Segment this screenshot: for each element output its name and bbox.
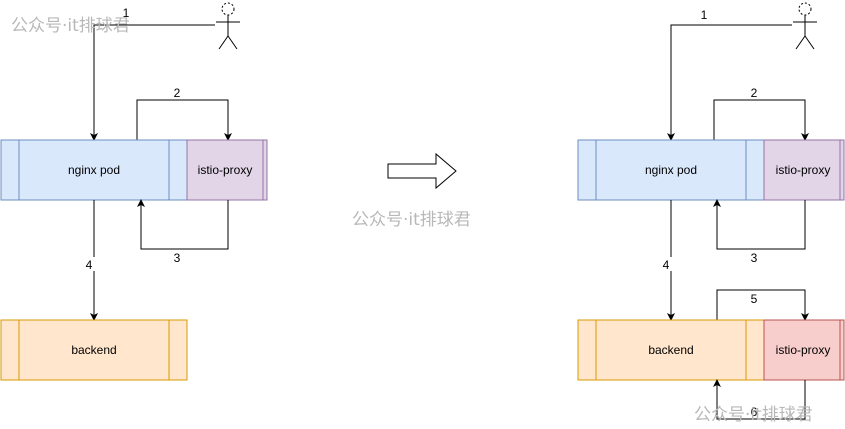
edge-5-right — [716, 289, 809, 321]
edge-1-label-left: 1 — [123, 6, 130, 20]
watermark-bottom-right: 公众号·it排球君 — [694, 405, 813, 425]
user-stick-figure-left — [216, 2, 240, 50]
istio-proxy-box-left: istio-proxy — [186, 139, 268, 201]
edge-2-label-right: 2 — [751, 86, 758, 100]
edge-1-label-right: 1 — [701, 8, 708, 22]
backend-istio-proxy-label-right: istio-proxy — [776, 343, 831, 357]
edge-3-label-right: 3 — [751, 251, 758, 265]
edge-5-label-right: 5 — [751, 292, 758, 306]
edge-4-label-left: 4 — [86, 258, 93, 272]
backend-istio-proxy-box-right: istio-proxy — [763, 319, 845, 381]
edge-2-right — [713, 99, 809, 141]
right-diagram: 1 2 nginx pod istio-proxy 3 4 5 — [577, 2, 845, 420]
nginx-pod-label-left: nginx pod — [68, 163, 120, 177]
backend-label-left: backend — [71, 343, 116, 357]
edge-6-right — [713, 379, 806, 420]
edge-3-right — [713, 199, 806, 250]
edge-3-left — [137, 199, 229, 250]
backend-box-right: backend — [577, 319, 765, 381]
edge-6-label-right: 6 — [751, 405, 758, 419]
backend-box-left: backend — [0, 319, 188, 381]
edge-2-label-left: 2 — [174, 86, 181, 100]
istio-proxy-box-right: istio-proxy — [763, 139, 845, 201]
nginx-pod-label-right: nginx pod — [645, 163, 697, 177]
left-diagram: 1 2 nginx pod istio-proxy 3 4 bac — [0, 2, 268, 381]
edge-1-left — [90, 24, 215, 141]
watermark-top-left: 公众号·it排球君 — [11, 16, 130, 36]
user-stick-figure-right — [793, 2, 817, 50]
nginx-pod-box-left: nginx pod — [0, 139, 188, 201]
istio-proxy-label-right: istio-proxy — [776, 163, 831, 177]
edge-4-label-right: 4 — [663, 258, 670, 272]
edge-3-label-left: 3 — [174, 251, 181, 265]
istio-proxy-label-left: istio-proxy — [198, 163, 253, 177]
nginx-pod-box-right: nginx pod — [577, 139, 765, 201]
watermark-center: 公众号·it排球君 — [352, 210, 471, 230]
edge-1-right — [667, 24, 792, 141]
transition-arrow — [387, 152, 457, 190]
backend-label-right: backend — [648, 343, 693, 357]
edge-2-left — [136, 99, 232, 141]
